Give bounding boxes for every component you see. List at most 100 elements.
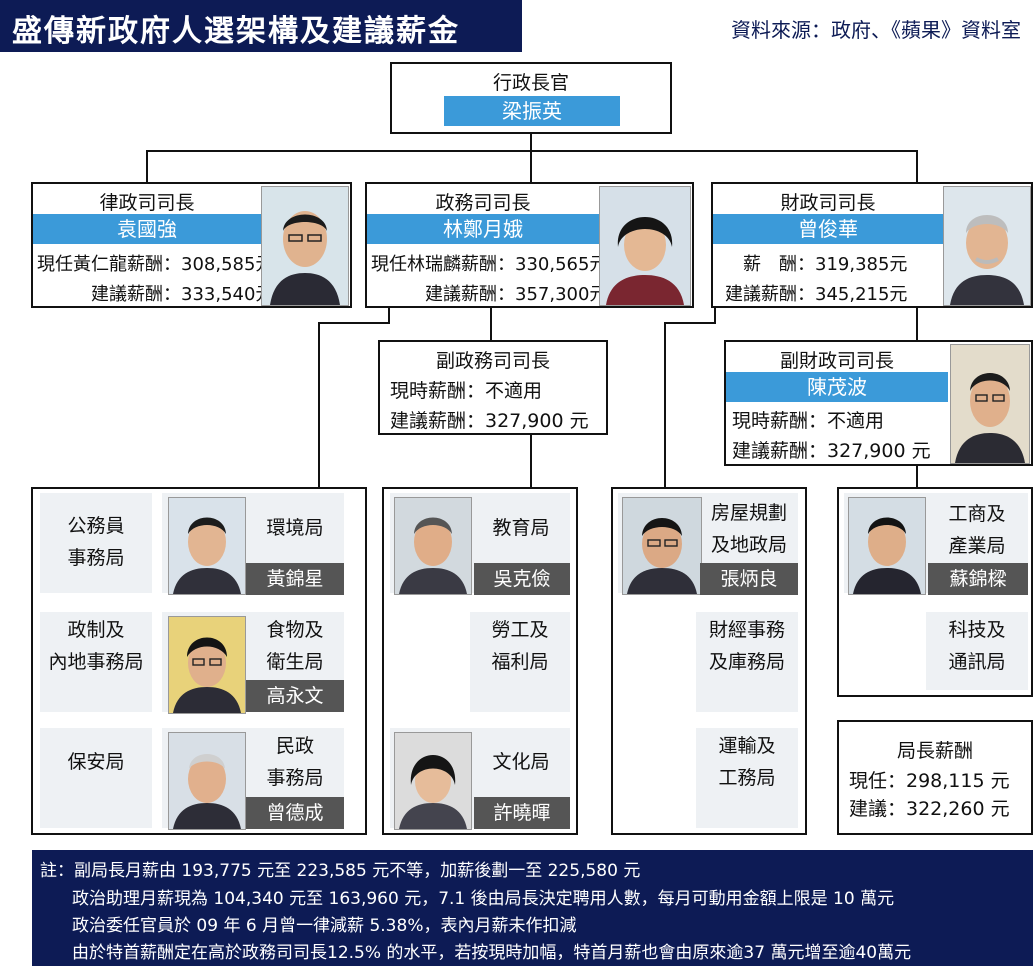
- bureau-tile: [470, 612, 570, 712]
- connector: [664, 322, 666, 488]
- bureau-pay-proposed: 建議：322,260 元: [849, 798, 1010, 820]
- bureau-pay-current: 現任：298,115 元: [849, 770, 1010, 792]
- food-health-head-name: 高永文: [246, 680, 344, 712]
- connector: [146, 150, 148, 184]
- connector: [146, 150, 918, 152]
- dfs-name: 陳茂波: [726, 372, 948, 402]
- connector: [318, 322, 320, 488]
- person-portrait-icon: [169, 617, 245, 713]
- cs-current-pay: 現任林瑞麟薪酬：330,565元: [371, 254, 608, 275]
- connector: [490, 306, 492, 342]
- education-head-name: 吳克儉: [474, 563, 570, 595]
- person-portrait-icon: [395, 733, 471, 829]
- environment-head-photo: [168, 497, 246, 595]
- housing-head-photo: [622, 497, 702, 595]
- page-title: 盛傳新政府人選架構及建議薪金: [12, 14, 460, 49]
- connector: [318, 322, 390, 324]
- person-portrait-icon: [169, 733, 245, 829]
- bureau-culture: 文化局: [492, 751, 550, 773]
- bureau-labour-welfare: 勞工及福利局: [491, 619, 549, 673]
- person-portrait-icon: [623, 498, 701, 594]
- connector: [664, 322, 716, 324]
- deputy-chief-secretary-box: 副政務司司長 現時薪酬：不適用 建議薪酬：327,900 元: [378, 340, 608, 435]
- person-portrait-icon: [944, 187, 1030, 305]
- bureau-tile: [696, 728, 798, 828]
- commerce-head-photo: [848, 497, 926, 595]
- dfs-photo: [950, 344, 1030, 464]
- connector: [916, 306, 918, 342]
- connector: [916, 464, 918, 488]
- source-note: 資料來源：政府、《蘋果》資料室: [731, 18, 1021, 42]
- dfs-title: 副財政司司長: [779, 350, 894, 372]
- sj-photo: [261, 186, 349, 306]
- bureau-commerce: 工商及產業局: [948, 503, 1006, 557]
- bureau-home-affairs: 民政事務局: [266, 735, 324, 789]
- header: 盛傳新政府人選架構及建議薪金 資料來源：政府、《蘋果》資料室: [0, 0, 1033, 52]
- fs-current-pay: 薪 酬：319,385元: [743, 254, 908, 275]
- person-portrait-icon: [395, 498, 471, 594]
- dcs-proposed-pay: 建議薪酬：327,900 元: [390, 410, 589, 432]
- person-portrait-icon: [849, 498, 925, 594]
- connector: [530, 150, 532, 184]
- connector: [714, 306, 716, 324]
- home-affairs-head-name: 曾德成: [246, 797, 344, 829]
- notes-panel: 註：副局長月薪由 193,775 元至 223,585 元不等，加薪後劃一至 2…: [32, 850, 1033, 966]
- bureau-technology: 科技及通訊局: [948, 619, 1006, 673]
- bureau-education: 教育局: [492, 517, 550, 539]
- person-portrait-icon: [262, 187, 348, 305]
- bureau-pay-title: 局長薪酬: [896, 740, 973, 762]
- bureau-tile: [926, 612, 1028, 690]
- bureau-transport: 運輸及工務局: [718, 735, 776, 789]
- commerce-head-name: 蘇錦樑: [928, 563, 1028, 595]
- bureau-civil-service: 公務員事務局: [67, 515, 125, 569]
- connector: [530, 433, 532, 488]
- ce-title: 行政長官: [492, 72, 569, 94]
- secretary-justice-box: 律政司司長 袁國強 現任黃仁龍薪酬：308,585元 建議薪酬：333,540元: [31, 182, 352, 308]
- bureau-financial-services: 財經事務及庫務局: [708, 619, 785, 673]
- bureau-tile: [40, 612, 152, 712]
- sj-current-pay: 現任黃仁龍薪酬：308,585元: [37, 254, 274, 275]
- title-bar: 盛傳新政府人選架構及建議薪金: [0, 0, 522, 52]
- sj-name: 袁國強: [33, 214, 261, 244]
- bureau-constitutional: 政制及內地事務局: [48, 619, 144, 673]
- fs-proposed-pay: 建議薪酬：345,215元: [725, 284, 908, 305]
- bureau-tile: [40, 493, 152, 593]
- connector: [916, 150, 918, 184]
- cs-title: 政務司司長: [435, 192, 531, 214]
- bureau-pay-box: 局長薪酬 現任：298,115 元 建議：322,260 元: [837, 720, 1033, 835]
- sj-title: 律政司司長: [99, 192, 195, 214]
- bureau-tile: [696, 612, 798, 712]
- fs-photo: [943, 186, 1031, 306]
- bureau-tile: [40, 728, 152, 828]
- ce-name: 梁振英: [444, 96, 620, 126]
- cs-name: 林鄭月娥: [367, 214, 599, 244]
- note-line: 政治助理月薪現為 104,340 元至 163,960 元，7.1 後由局長決定…: [72, 889, 895, 909]
- person-portrait-icon: [600, 187, 690, 305]
- dfs-proposed-pay: 建議薪酬：327,900 元: [732, 440, 931, 462]
- home-affairs-head-photo: [168, 732, 246, 830]
- bureau-security: 保安局: [67, 751, 125, 773]
- financial-secretary-box: 財政司司長 曾俊華 薪 酬：319,385元 建議薪酬：345,215元: [711, 182, 1033, 308]
- note-line: 註：副局長月薪由 193,775 元至 223,585 元不等，加薪後劃一至 2…: [40, 861, 641, 881]
- culture-head-name: 許曉暉: [474, 797, 570, 829]
- dcs-title: 副政務司司長: [435, 350, 550, 372]
- connector: [530, 132, 532, 152]
- bureau-food-health: 食物及衛生局: [266, 619, 324, 673]
- housing-head-name: 張炳良: [700, 563, 798, 595]
- bureau-housing: 房屋規劃及地政局: [710, 502, 787, 556]
- chief-executive-box: 行政長官 梁振英: [390, 62, 672, 134]
- dcs-current-pay: 現時薪酬：不適用: [390, 380, 543, 402]
- chief-secretary-box: 政務司司長 林鄭月娥 現任林瑞麟薪酬：330,565元 建議薪酬：357,300…: [365, 182, 694, 308]
- person-portrait-icon: [169, 498, 245, 594]
- food-health-head-photo: [168, 616, 246, 714]
- cs-proposed-pay: 建議薪酬：357,300元: [425, 284, 608, 305]
- culture-head-photo: [394, 732, 472, 830]
- deputy-financial-secretary-box: 副財政司司長 陳茂波 現時薪酬：不適用 建議薪酬：327,900 元: [724, 340, 1033, 466]
- fs-name: 曾俊華: [713, 214, 943, 244]
- connector: [388, 306, 390, 324]
- note-line: 由於特首薪酬定在高於政務司司長12.5% 的水平，若按現時加幅，特首月薪也會由原…: [72, 943, 912, 963]
- fs-title: 財政司司長: [780, 192, 876, 214]
- dfs-current-pay: 現時薪酬：不適用: [732, 410, 885, 432]
- sj-proposed-pay: 建議薪酬：333,540元: [91, 284, 274, 305]
- bureau-environment: 環境局: [266, 517, 324, 539]
